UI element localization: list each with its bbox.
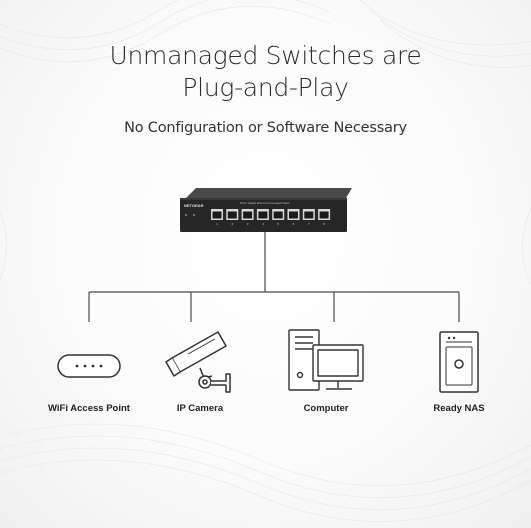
switch-port-number: 4 [262,222,264,226]
switch-port-socket [304,211,314,219]
netgear-switch: NETGEAR 8-Port Gigabit Ethernet Unmanage… [180,188,352,232]
switch-port-number: 1 [216,222,218,226]
switch-port-socket [273,211,283,219]
switch-port-socket [258,211,268,219]
computer-icon [288,329,364,391]
switch-port-number: 3 [247,222,249,226]
switch-port-socket [243,211,253,219]
device-label-computer: Computer [303,403,349,414]
device-label-ready-nas: Ready NAS [433,403,485,414]
switch-port-numbers: 1 2 3 4 5 6 7 8 [216,222,325,226]
switch-model-text: 8-Port Gigabit Ethernet Unmanaged Switch [240,201,290,205]
wifi-access-point-icon [57,354,121,378]
title-line-2: Plug-and-Play [182,73,349,102]
switch-port-number: 7 [308,222,310,226]
ip-camera-icon [165,331,231,393]
page-title: Unmanaged Switches are Plug-and-Play [0,40,531,104]
switch-port-number: 5 [277,222,279,226]
device-label-wifi-access-point: WiFi Access Point [48,403,130,414]
switch-port-number: 6 [293,222,295,226]
nas-icon [439,331,479,393]
device-label-ip-camera: IP Camera [176,403,224,414]
switch-port-socket [289,211,298,219]
switch-port-socket [212,211,222,219]
switch-ports [211,209,331,220]
title-line-1: Unmanaged Switches are [109,41,422,70]
switch-port-number: 8 [323,222,325,226]
switch-port-socket [227,211,237,219]
connection-lines [88,232,460,322]
subtitle: No Configuration or Software Necessary [124,120,407,136]
switch-port-socket [319,211,329,219]
switch-port-number: 2 [231,222,233,226]
switch-brand: NETGEAR [184,203,204,208]
